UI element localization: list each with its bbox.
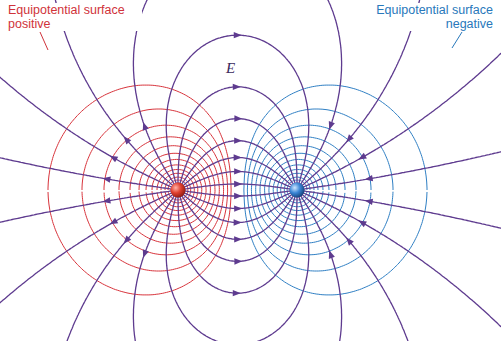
field-arrowhead: [234, 137, 242, 143]
field-arrowhead: [358, 153, 367, 160]
field-line: [182, 158, 294, 187]
field-line: [179, 195, 295, 262]
field-arrowhead: [346, 134, 354, 142]
equipotential-label: Equipotential surface positive: [6, 3, 142, 31]
field-arrowhead: [110, 218, 119, 225]
equipotential-curve: [48, 85, 231, 295]
field-line: [302, 191, 501, 233]
field-arrowhead: [329, 121, 335, 130]
field-line: [166, 35, 309, 186]
field-line: [0, 59, 174, 188]
field-arrowhead: [365, 199, 373, 205]
leader-line: [452, 32, 462, 48]
field-line: [0, 153, 173, 189]
field-line: [133, 194, 175, 341]
field-line: [179, 119, 295, 186]
equipotential-curve: [146, 159, 206, 220]
equipotential-curve: [130, 146, 215, 235]
field-line: [178, 195, 297, 293]
field-arrowhead: [110, 156, 119, 163]
field-arrowhead: [124, 236, 132, 244]
equipotential-curve: [104, 125, 224, 255]
equipotential-curve: [273, 165, 323, 215]
field-line: [178, 87, 297, 185]
field-arrowhead: [234, 168, 242, 174]
positive-charge: [171, 183, 186, 198]
field-line: [183, 172, 293, 188]
equipotential-curve: [277, 170, 318, 211]
negative-charge: [290, 183, 305, 198]
field-arrowhead: [124, 136, 132, 144]
field-line: [300, 194, 342, 341]
field-arrowhead: [234, 219, 242, 225]
equipotential-curve: [251, 125, 371, 255]
field-line: [302, 147, 501, 189]
field-symbol: E⃗: [224, 60, 249, 76]
field-line: [0, 191, 173, 227]
equipotential-label: Equipotential surface negative: [359, 3, 495, 31]
equipotential-curve: [269, 159, 329, 220]
field-line: [0, 192, 174, 321]
field-arrowhead: [329, 250, 335, 259]
field-arrowhead: [234, 193, 242, 199]
field-line: [181, 141, 295, 187]
field-arrowhead: [102, 197, 110, 203]
equipotential-curve: [152, 165, 202, 215]
equipotential-curve: [290, 183, 304, 197]
leader-line: [40, 32, 48, 50]
field-arrowhead: [234, 236, 242, 242]
equipotential-curve: [244, 85, 427, 295]
field-arrowhead: [234, 181, 242, 187]
field-arrowhead: [358, 220, 367, 227]
positive-equipotentials: [48, 85, 231, 295]
field-line: [166, 194, 309, 341]
field-arrowhead: [365, 175, 373, 181]
field-line: [60, 193, 174, 341]
field-arrowhead: [233, 290, 241, 296]
field-arrowhead: [234, 115, 242, 121]
field-arrowhead: [102, 176, 110, 182]
field-arrows: [102, 32, 373, 341]
equipotential-curve: [157, 170, 198, 211]
negative-equipotentials: [244, 85, 427, 295]
field-arrowhead: [234, 32, 242, 38]
field-arrowhead: [346, 238, 354, 246]
equipotential-curve: [260, 146, 345, 235]
field-arrowhead: [234, 154, 242, 160]
field-line: [181, 193, 295, 239]
equipotential-curve: [287, 180, 307, 200]
field-arrowhead: [234, 205, 242, 211]
field-arrowhead: [143, 122, 149, 131]
field-arrowhead: [233, 84, 241, 90]
field-arrowhead: [234, 258, 242, 264]
field-line: [183, 192, 293, 208]
equipotential-curve: [168, 180, 188, 200]
field-arrowhead: [143, 249, 149, 258]
equipotential-curve: [171, 183, 185, 197]
field-line: [301, 193, 415, 341]
field-line: [302, 192, 501, 341]
